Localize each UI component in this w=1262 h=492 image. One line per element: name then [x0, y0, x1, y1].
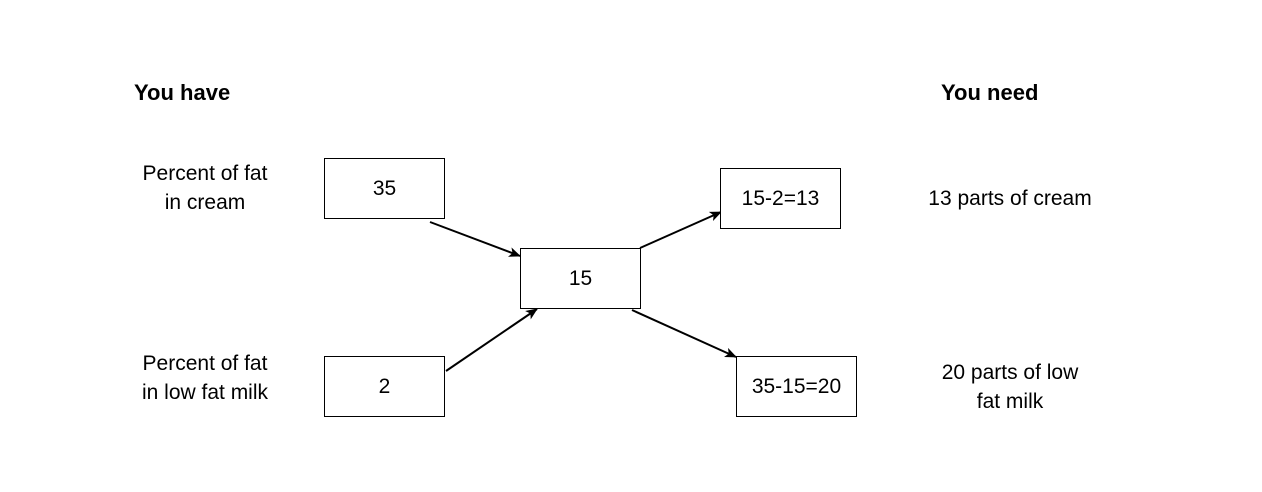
arrow-milk-to-target — [445, 308, 538, 372]
box-cream-calc: 15-2=13 — [720, 168, 841, 229]
heading-you-need: You need — [941, 80, 1039, 105]
box-milk-fat: 2 — [324, 356, 445, 417]
arrow-target-to-cream-calc — [639, 211, 722, 249]
box-cream-fat: 35 — [324, 158, 445, 219]
label-milk-parts-line1: 20 parts of low — [941, 361, 1079, 384]
label-cream-parts: 13 parts of cream — [928, 187, 1092, 210]
label-cream-fat: Percent of fat in cream — [110, 159, 300, 217]
label-milk-fat-line1: Percent of fat — [142, 352, 268, 375]
arrow-target-to-milk-calc — [631, 309, 737, 358]
label-milk-fat-line2: in low fat milk — [141, 381, 269, 404]
label-cream-fat-line2: in cream — [164, 191, 246, 214]
box-target-fat: 15 — [520, 248, 641, 309]
label-cream-fat-line1: Percent of fat — [142, 162, 268, 185]
box-milk-calc: 35-15=20 — [736, 356, 857, 417]
arrow-cream-to-target — [429, 221, 521, 257]
heading-you-have: You have — [134, 80, 231, 105]
label-milk-parts-line2: fat milk — [976, 390, 1044, 413]
label-milk-fat: Percent of fat in low fat milk — [110, 349, 300, 407]
label-milk-parts: 20 parts of low fat milk — [900, 358, 1120, 416]
